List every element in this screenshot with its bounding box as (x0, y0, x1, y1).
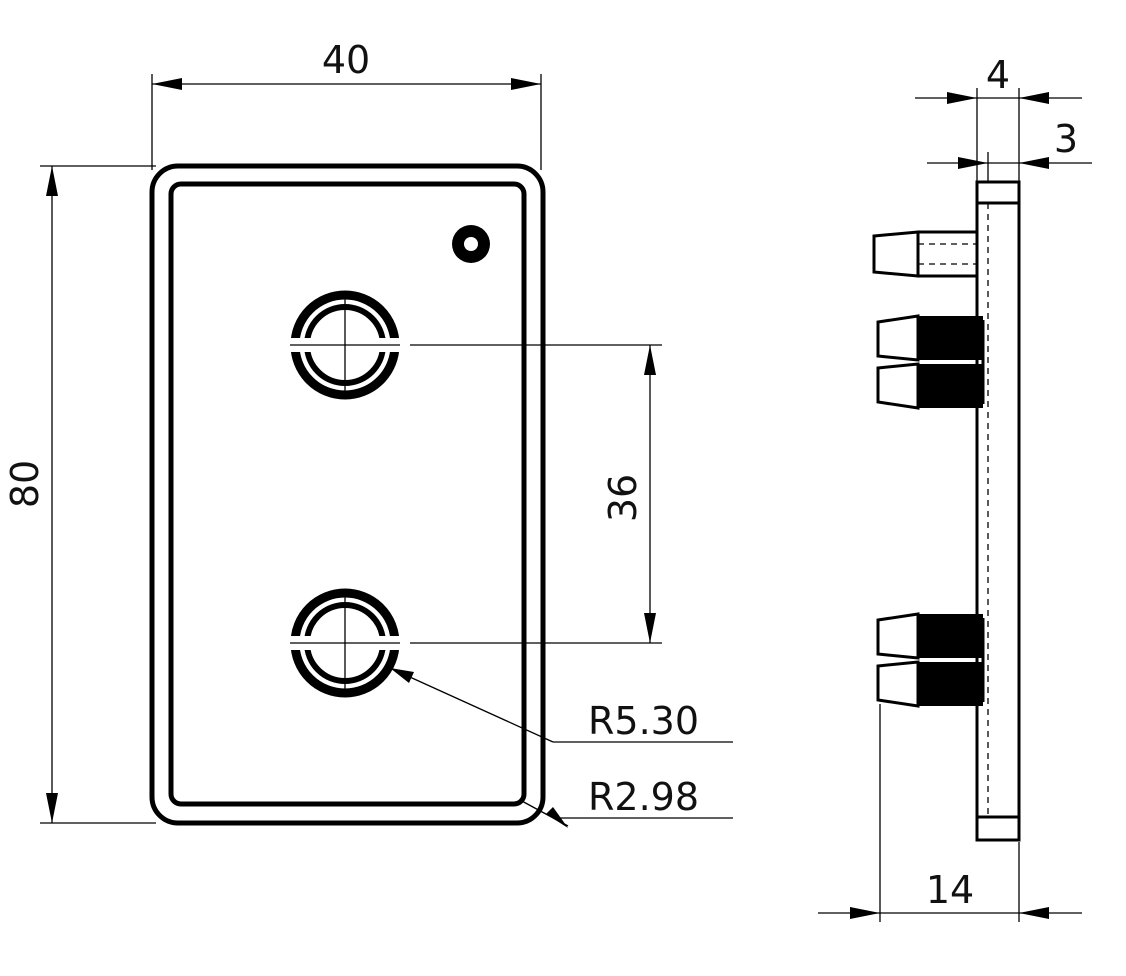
dimension-width: 40 (151, 38, 542, 170)
dimension-width-label: 40 (322, 38, 370, 82)
locating-pin (872, 230, 979, 278)
lower-clip (876, 612, 985, 708)
dimension-inner-thickness: 3 (927, 117, 1092, 182)
upper-fixing-hole (290, 290, 400, 400)
leader-corner-radius-label: R2.98 (588, 775, 699, 819)
dimension-hole-spacing: 36 (410, 344, 662, 644)
front-view: 40 80 36 R5.30 (3, 38, 733, 828)
leader-hole-radius-label: R5.30 (588, 699, 699, 743)
dimension-total-depth-label: 14 (926, 868, 974, 912)
dimension-plate-thickness-label: 4 (986, 53, 1010, 97)
dimension-hole-spacing-label: 36 (601, 474, 645, 522)
plate-inner-outline (168, 181, 527, 807)
dimension-inner-thickness-label: 3 (1054, 117, 1078, 161)
leader-hole-radius: R5.30 (389, 667, 733, 743)
lower-fixing-hole (290, 588, 400, 698)
side-view: 4 3 14 (818, 53, 1092, 922)
dimension-total-depth: 14 (818, 704, 1082, 922)
small-hole (452, 225, 490, 263)
upper-clip (876, 314, 985, 410)
dimension-plate-thickness: 4 (915, 53, 1082, 182)
plate-outer-outline (149, 163, 546, 826)
side-plate (975, 180, 1021, 842)
dimension-height: 80 (3, 165, 156, 824)
leader-corner-radius: R2.98 (519, 775, 733, 828)
dimension-height-label: 80 (3, 460, 47, 508)
